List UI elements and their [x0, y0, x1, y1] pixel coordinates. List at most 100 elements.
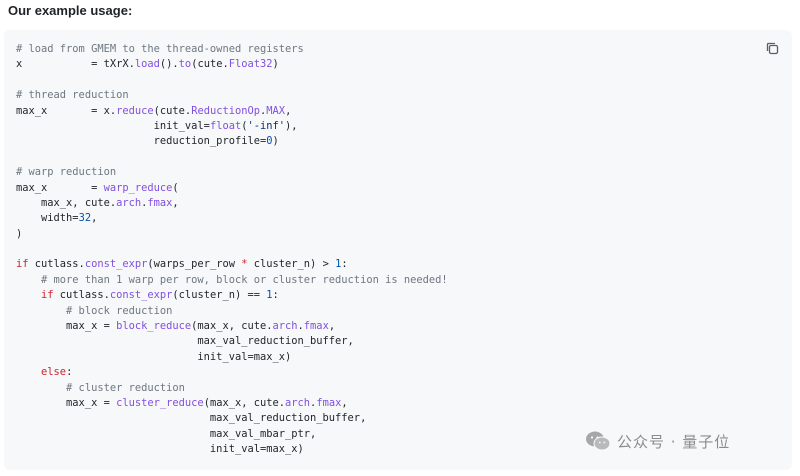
- code-token-comment: # load from GMEM to the thread-owned reg…: [16, 43, 304, 55]
- code-token-plain: max_x =: [16, 396, 117, 409]
- code-line: max_x = block_reduce(max_x, cute.arch.fm…: [16, 319, 448, 334]
- code-token-keyword: if: [41, 289, 54, 302]
- code-token-number: 0: [266, 135, 273, 148]
- code-line: reduction_profile=0): [16, 134, 448, 149]
- code-token-plain: ,: [172, 196, 179, 209]
- code-token-plain: .: [260, 104, 267, 117]
- code-listing: # load from GMEM to the thread-owned reg…: [16, 42, 448, 458]
- code-token-plain: (cute.: [191, 58, 229, 71]
- code-token-plain: (: [241, 119, 248, 132]
- code-token-func: reduce: [116, 104, 154, 117]
- code-line: max_x = cluster_reduce(max_x, cute.arch.…: [16, 396, 448, 411]
- code-token-plain: (cute.: [153, 104, 192, 117]
- code-line: # warp reduction: [16, 165, 448, 180]
- code-token-number: 1: [266, 289, 273, 302]
- code-token-plain: [16, 289, 41, 301]
- code-line: [16, 242, 448, 257]
- code-token-plain: ().: [159, 58, 179, 71]
- code-line: else:: [16, 365, 448, 380]
- code-line: max_val_reduction_buffer,: [16, 411, 448, 426]
- code-line: init_val=max_x): [16, 442, 448, 457]
- code-token-plain: reduction_profile=: [16, 135, 267, 148]
- code-line: max_x, cute.arch.fmax,: [16, 196, 448, 211]
- code-token-func: const_expr: [84, 258, 148, 271]
- code-token-keyword: if: [16, 258, 29, 271]
- code-line: # more than 1 warp per row, block or clu…: [16, 273, 448, 288]
- code-token-plain: (: [172, 181, 179, 194]
- code-token-plain: max_val_mbar_ptr,: [16, 427, 317, 440]
- code-token-func: arch: [116, 196, 142, 209]
- code-line: init_val=max_x): [16, 350, 448, 365]
- code-token-comment: # thread reduction: [16, 89, 129, 102]
- code-block[interactable]: # load from GMEM to the thread-owned reg…: [4, 30, 792, 470]
- code-token-func: fmax: [316, 396, 342, 409]
- code-token-comment: # block reduction: [16, 304, 173, 317]
- code-token-keyword: else: [41, 366, 67, 379]
- code-line: [16, 73, 448, 88]
- code-token-func: arch: [272, 320, 298, 333]
- code-token-plain: ): [272, 58, 279, 71]
- code-token-func: fmax: [147, 196, 173, 209]
- code-token-plain: (max_x, cute.: [191, 320, 273, 333]
- code-token-plain: :: [341, 258, 348, 271]
- code-line: max_x = x.reduce(cute.ReductionOp.MAX,: [16, 104, 448, 119]
- code-token-func: fmax: [303, 320, 329, 333]
- code-token-plain: init_val=max_x): [16, 350, 292, 363]
- copy-icon[interactable]: [764, 40, 782, 58]
- code-token-plain: init_val=: [16, 119, 210, 132]
- code-token-plain: ),: [285, 119, 298, 132]
- code-token-plain: ,: [328, 320, 336, 333]
- code-token-number: 1: [335, 258, 342, 271]
- code-token-plain: .: [297, 320, 304, 333]
- code-token-plain: ,: [341, 396, 348, 409]
- code-token-plain: max_x = x.: [16, 104, 117, 117]
- code-line: width=32,: [16, 211, 448, 226]
- code-token-plain: ): [272, 135, 279, 148]
- watermark: 公众号 · 量子位: [585, 428, 730, 454]
- code-token-plain: x = tXrX.: [16, 58, 135, 71]
- code-token-number: 32: [78, 212, 92, 225]
- code-token-func: block_reduce: [116, 320, 192, 333]
- code-token-plain: .: [310, 396, 317, 409]
- watermark-text: 公众号 · 量子位: [617, 432, 731, 451]
- code-token-comment: # cluster reduction: [16, 381, 185, 394]
- code-token-plain: (max_x, cute.: [203, 396, 286, 409]
- code-token-func: MAX: [266, 104, 286, 117]
- code-line: ): [16, 227, 448, 242]
- code-token-func: float: [209, 119, 242, 132]
- code-line: max_val_reduction_buffer,: [16, 334, 448, 349]
- code-token-func: const_expr: [109, 289, 173, 302]
- code-line: if cutlass.const_expr(warps_per_row * cl…: [16, 257, 448, 272]
- code-token-func: Float32: [228, 58, 273, 71]
- copy-button[interactable]: [764, 40, 782, 58]
- code-token-plain: cutlass.: [53, 289, 110, 302]
- code-token-plain: ,: [285, 104, 292, 117]
- code-token-string: '-inf': [247, 119, 286, 132]
- code-line: # cluster reduction: [16, 381, 448, 396]
- code-token-plain: max_x, cute.: [16, 196, 117, 209]
- code-token-plain: ,: [91, 212, 98, 225]
- code-token-plain: (warps_per_row: [147, 258, 242, 271]
- code-token-plain: cluster_n) >: [247, 258, 336, 271]
- code-token-keyword: *: [241, 258, 248, 271]
- code-token-plain: [16, 366, 41, 378]
- code-token-plain: init_val=max_x): [16, 443, 304, 456]
- code-token-plain: (cluster_n) ==: [172, 289, 267, 302]
- code-token-plain: width=: [16, 212, 79, 225]
- code-token-plain: cutlass.: [28, 258, 85, 271]
- code-token-plain: max_val_reduction_buffer,: [16, 412, 367, 425]
- code-line: # thread reduction: [16, 88, 448, 103]
- code-token-func: arch: [285, 396, 311, 409]
- code-token-func: to: [178, 58, 192, 71]
- code-token-plain: max_x =: [16, 181, 104, 194]
- code-token-comment: # more than 1 warp per row, block or clu…: [16, 273, 448, 286]
- section-heading: Our example usage:: [8, 3, 133, 18]
- code-token-func: load: [134, 58, 160, 71]
- code-token-plain: ): [16, 227, 23, 240]
- code-token-func: warp_reduce: [103, 181, 173, 194]
- code-line: # load from GMEM to the thread-owned reg…: [16, 42, 448, 57]
- code-token-plain: :: [66, 366, 73, 379]
- code-line: [16, 150, 448, 165]
- code-line: if cutlass.const_expr(cluster_n) == 1:: [16, 288, 448, 303]
- code-line: max_val_mbar_ptr,: [16, 427, 448, 442]
